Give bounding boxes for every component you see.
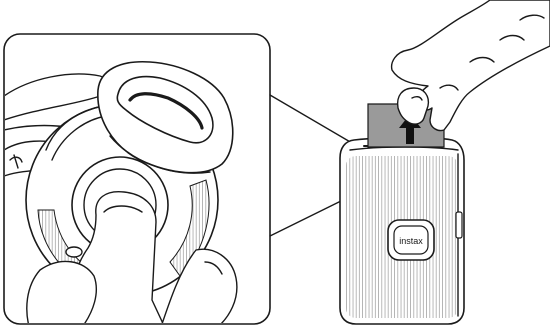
- side-button: [66, 247, 82, 257]
- instax-logo: instax: [399, 236, 423, 246]
- instax-logo-button: instax: [388, 220, 434, 260]
- detail-zoom-content: [4, 62, 237, 327]
- pulling-hand: [392, 0, 550, 131]
